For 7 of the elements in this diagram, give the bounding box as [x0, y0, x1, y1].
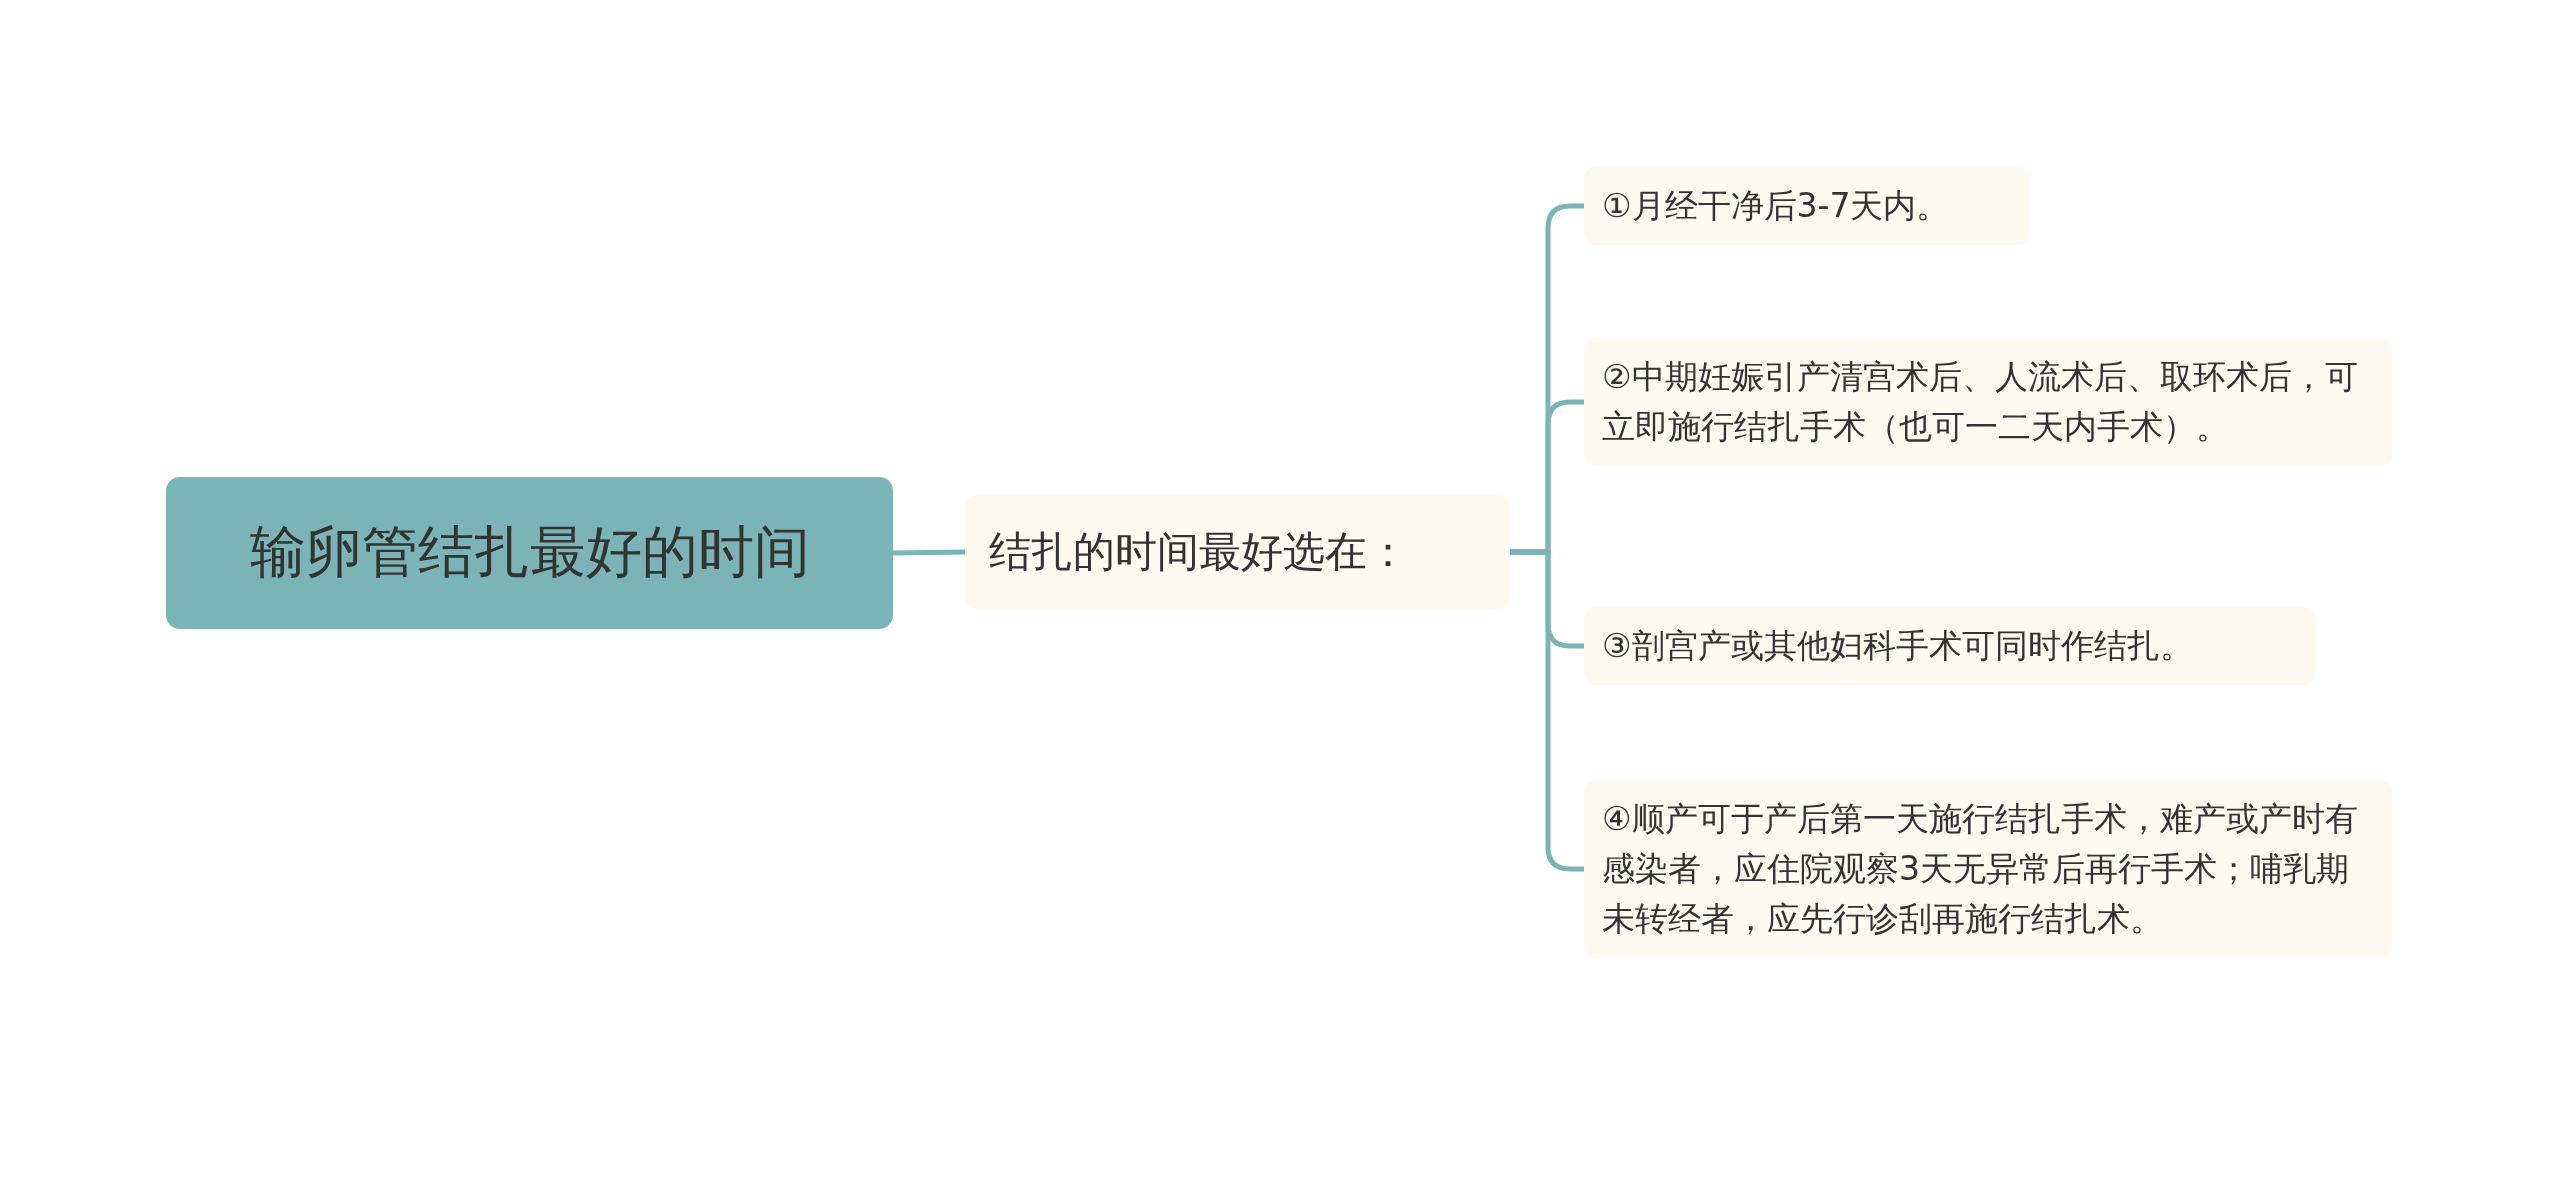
topic-box: ①月经干净后3-7天内。	[1584, 167, 2030, 245]
connector-line	[892, 549, 966, 556]
topic-box: 结扎的时间最好选在：	[965, 495, 1510, 609]
topic-box: ②中期妊娠引产清宫术后、人流术后、取环术后，可立即施行结扎手术（也可一二天内手术）。	[1584, 338, 2392, 466]
topic-box: ③剖宫产或其他妇科手术可同时作结扎。	[1584, 607, 2316, 685]
root-topic-box: 输卵管结扎最好的时间	[166, 477, 893, 629]
topic-box: ④顺产可于产后第一天施行结扎手术，难产或产时有感染者，应住院观察3天无异常后再行手术；哺乳期未转经者，应先行诊刮再施行结扎术。	[1584, 780, 2392, 958]
